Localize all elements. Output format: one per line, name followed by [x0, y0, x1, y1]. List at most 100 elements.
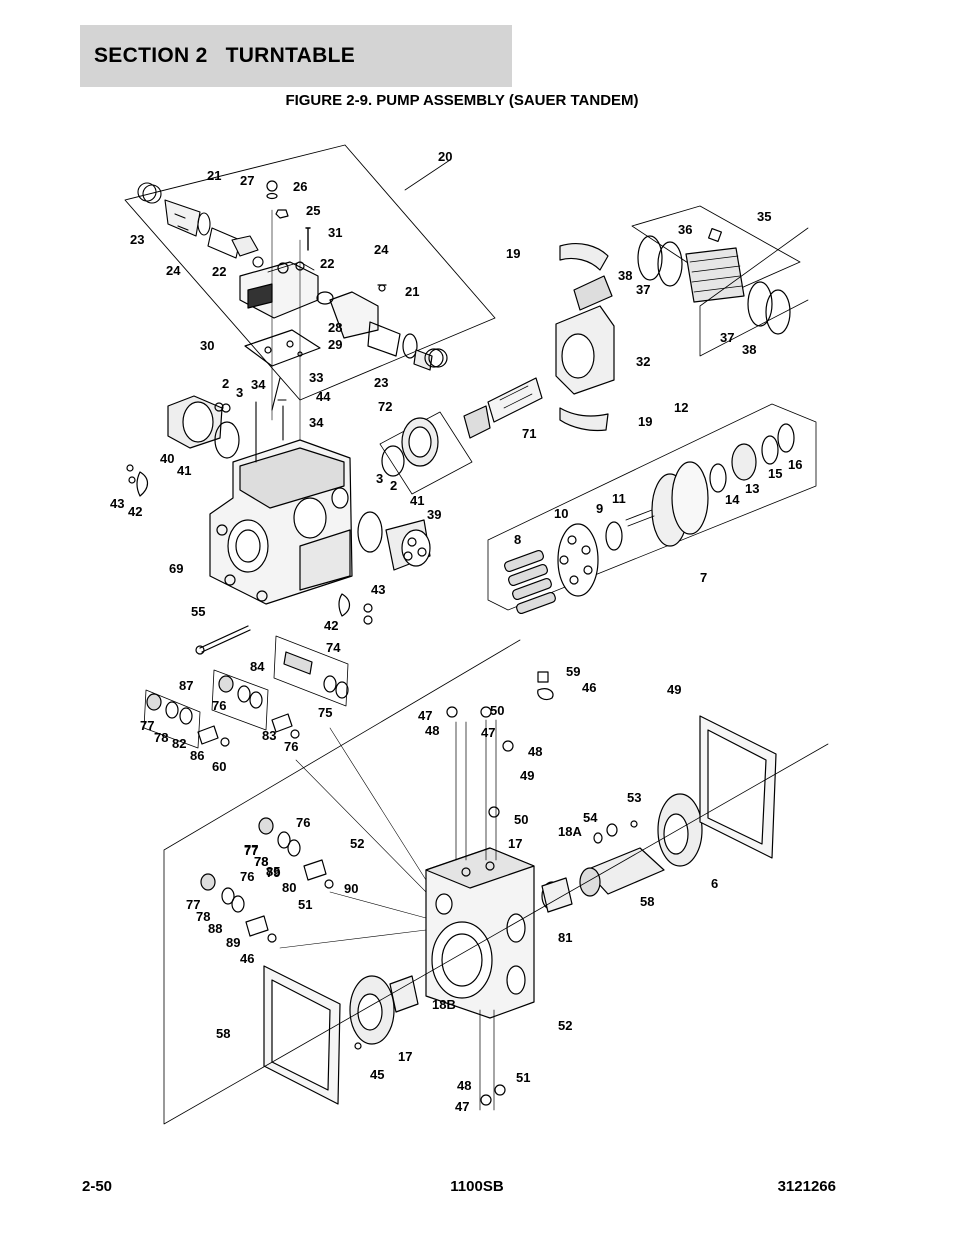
callout-86: 86 [190, 748, 204, 763]
callout-55: 55 [191, 604, 205, 619]
callout-74: 74 [326, 640, 341, 655]
callout-37: 37 [720, 330, 734, 345]
callout-83: 83 [262, 728, 276, 743]
callout-47: 47 [455, 1099, 469, 1114]
callout-12: 12 [674, 400, 688, 415]
callout-17: 17 [508, 836, 522, 851]
callout-2: 2 [222, 376, 229, 391]
callout-51: 51 [298, 897, 312, 912]
callout-53: 53 [627, 790, 641, 805]
callout-45: 45 [370, 1067, 384, 1082]
callout-81: 81 [558, 930, 572, 945]
callout-44: 44 [316, 389, 331, 404]
callout-13: 13 [745, 481, 759, 496]
callout-23: 23 [374, 375, 388, 390]
callout-72: 72 [378, 399, 392, 414]
callout-17: 17 [398, 1049, 412, 1064]
callout-11: 11 [612, 491, 626, 506]
figure-title: FIGURE 2-9. PUMP ASSEMBLY (SAUER TANDEM) [285, 92, 639, 109]
callout-69: 69 [169, 561, 183, 576]
callout-88: 88 [208, 921, 222, 936]
callout-14: 14 [725, 492, 740, 507]
callout-3: 3 [236, 385, 243, 400]
callout-71: 71 [522, 426, 536, 441]
callout-42: 42 [324, 618, 338, 633]
callout-30: 30 [200, 338, 214, 353]
callout-78: 78 [254, 854, 268, 869]
callout-22: 22 [212, 264, 226, 279]
callout-78: 78 [196, 909, 210, 924]
callout-76: 76 [284, 739, 298, 754]
callout-84: 84 [250, 659, 265, 674]
callout-79: 79 [266, 865, 280, 880]
callout-41: 41 [177, 463, 191, 478]
callout-21: 21 [405, 284, 419, 299]
callout-35: 35 [757, 209, 771, 224]
callout-58: 58 [216, 1026, 230, 1041]
callout-7: 7 [700, 570, 707, 585]
callout-38: 38 [618, 268, 632, 283]
callout-16: 16 [788, 457, 802, 472]
callout-24: 24 [374, 242, 389, 257]
callout-40: 40 [160, 451, 174, 466]
callout-18A: 18A [558, 824, 582, 839]
callout-8: 8 [514, 532, 521, 547]
document-number: 3121266 [777, 1178, 836, 1195]
callout-50: 50 [514, 812, 528, 827]
callout-46: 46 [582, 680, 596, 695]
callout-27: 27 [240, 173, 254, 188]
callout-18B: 18B [432, 997, 456, 1012]
callout-29: 29 [328, 337, 342, 352]
callout-48: 48 [457, 1078, 471, 1093]
diagram-linework [124, 144, 829, 1125]
callout-77: 77 [186, 897, 200, 912]
callout-20: 20 [438, 149, 452, 164]
callout-32: 32 [636, 354, 650, 369]
callout-47: 47 [481, 725, 495, 740]
callout-43: 43 [110, 496, 124, 511]
callout-6: 6 [711, 876, 718, 891]
page-number: 2-50 [82, 1178, 113, 1195]
callout-77: 77 [244, 843, 258, 858]
callout-90: 90 [344, 881, 358, 896]
callout-59: 59 [566, 664, 580, 679]
callout-49: 49 [520, 768, 534, 783]
callout-51: 51 [516, 1070, 530, 1085]
callout-3: 3 [376, 471, 383, 486]
callout-52: 52 [558, 1018, 572, 1033]
callout-26: 26 [293, 179, 307, 194]
callout-87: 87 [179, 678, 193, 693]
section-header: SECTION 2 TURNTABLE [80, 25, 512, 87]
callout-76: 76 [240, 869, 254, 884]
callout-58: 58 [640, 894, 654, 909]
callout-21: 21 [207, 168, 221, 183]
model-number: 1100SB [450, 1178, 504, 1195]
callout-38: 38 [742, 342, 756, 357]
callout-9: 9 [596, 501, 603, 516]
callout-10: 10 [554, 506, 568, 521]
callout-48: 48 [425, 723, 439, 738]
callout-15: 15 [768, 466, 782, 481]
callout-41: 41 [410, 493, 424, 508]
callout-78: 78 [254, 854, 268, 869]
callout-80: 80 [282, 880, 296, 895]
callout-19: 19 [506, 246, 520, 261]
callout-48: 48 [528, 744, 542, 759]
callout-33: 33 [309, 370, 323, 385]
callout-37: 37 [636, 282, 650, 297]
callout-34: 34 [309, 415, 324, 430]
callout-49: 49 [667, 682, 681, 697]
callout-47: 47 [418, 708, 432, 723]
callout-34: 34 [251, 377, 266, 392]
section-label: SECTION 2 [94, 44, 208, 67]
callout-52: 52 [350, 836, 364, 851]
section-title: TURNTABLE [225, 44, 356, 67]
callout-25: 25 [306, 203, 320, 218]
callout-75: 75 [318, 705, 332, 720]
callout-22: 22 [320, 256, 334, 271]
callout-60: 60 [212, 759, 226, 774]
callout-42: 42 [128, 504, 142, 519]
callout-28: 28 [328, 320, 342, 335]
callout-76: 76 [212, 698, 226, 713]
callout-19: 19 [638, 414, 652, 429]
